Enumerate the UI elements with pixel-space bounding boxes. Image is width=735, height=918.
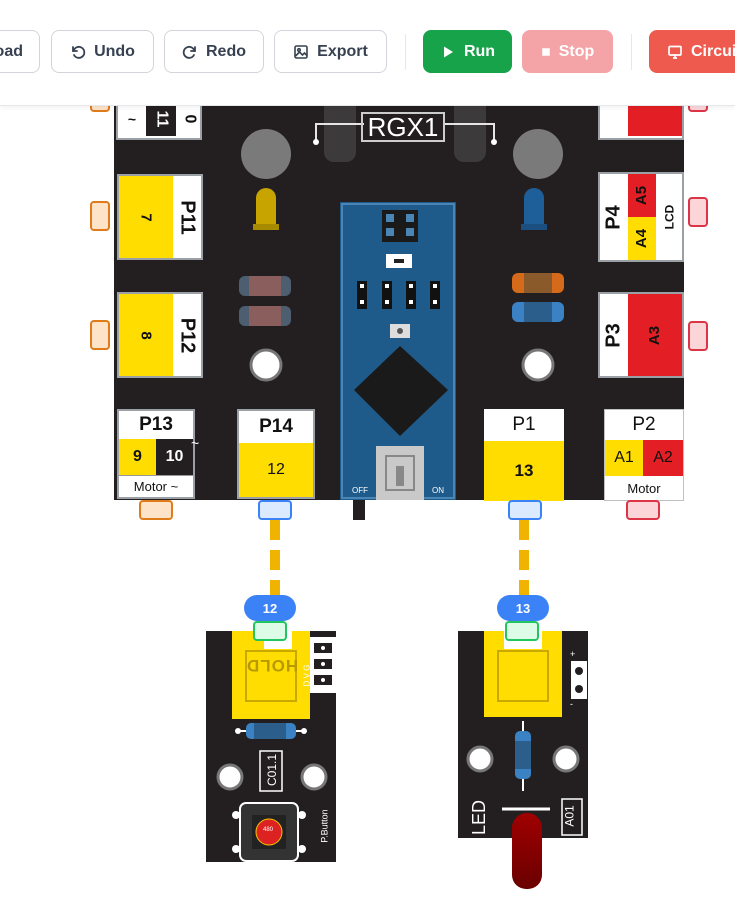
- port-name: P13: [139, 414, 173, 435]
- port-pin-label: A2: [643, 440, 683, 476]
- pin-badge-12: 12: [244, 595, 296, 621]
- run-label: Run: [463, 42, 496, 60]
- module-code: A01: [562, 805, 577, 827]
- module-connector[interactable]: [253, 621, 287, 641]
- circuit-label: Circui: [691, 42, 735, 60]
- board-title: RGX1: [361, 112, 445, 142]
- switch-on-label: ON: [432, 486, 444, 495]
- stop-label: Stop: [558, 42, 595, 60]
- port-name: P14: [259, 416, 293, 437]
- port-pin-label: 9: [119, 439, 156, 475]
- module-code: C01.1: [265, 753, 280, 787]
- pwm-symbol: ~: [191, 435, 200, 451]
- run-button[interactable]: Run: [423, 30, 512, 73]
- port-name: P2: [632, 414, 656, 435]
- board-graphics: [239, 106, 564, 500]
- module-name: P.Button: [319, 809, 330, 843]
- port-pin-label: 10: [156, 439, 193, 475]
- port-pin-label: 13: [484, 441, 564, 501]
- port-connector[interactable]: [139, 500, 173, 520]
- port-p14[interactable]: P14 12: [237, 409, 315, 499]
- toolbar-divider: [631, 34, 632, 70]
- button-module[interactable]: HOLD D V G C01.1 P.Button 480: [206, 631, 336, 862]
- pin-badge-13: 13: [497, 595, 549, 621]
- monitor-icon: [668, 45, 682, 59]
- port-p13[interactable]: P13 9 10 Motor ~: [117, 409, 195, 499]
- wire-p14-button[interactable]: [270, 520, 280, 630]
- redo-button[interactable]: Redo: [164, 30, 264, 73]
- hold-label: HOLD: [246, 656, 299, 675]
- led-bulb: [512, 813, 542, 889]
- port-top-left[interactable]: 11 0 ~: [116, 106, 202, 140]
- port-footer: Motor: [627, 480, 661, 496]
- port-top-right[interactable]: [598, 106, 684, 140]
- port-name: P1: [512, 414, 536, 435]
- module-connector[interactable]: [505, 621, 539, 641]
- toolbar: oad Undo Redo Export Run Stop Circui: [0, 0, 735, 106]
- port-pin-label: 12: [239, 443, 313, 497]
- switch-off-label: OFF: [352, 486, 368, 495]
- circuit-canvas[interactable]: 11 0 ~ 7 P11 8 P12: [0, 106, 735, 918]
- port-p1[interactable]: P1 13: [484, 409, 564, 501]
- port-connector[interactable]: [90, 320, 110, 350]
- port-p4[interactable]: P4 A5 A4 LCD: [598, 172, 684, 262]
- minus-label: -: [570, 699, 573, 709]
- plus-label: +: [570, 649, 576, 659]
- controller-board[interactable]: 11 0 ~ 7 P11 8 P12: [114, 106, 684, 501]
- image-icon: [294, 44, 308, 59]
- module-pins-label: D V G: [302, 664, 312, 687]
- stop-icon: [541, 47, 550, 56]
- port-connector[interactable]: [90, 201, 110, 231]
- wire-p1-led[interactable]: [519, 520, 529, 630]
- toolbar-divider: [405, 34, 406, 70]
- port-pin-label: A1: [605, 440, 643, 476]
- port-connector[interactable]: [90, 106, 110, 112]
- port-p12[interactable]: 8 P12: [117, 292, 203, 378]
- port-p2[interactable]: P2 A1 A2 Motor: [604, 409, 684, 501]
- port-footer: Motor ~: [119, 475, 193, 497]
- led-label: LED: [469, 799, 490, 836]
- power-switch[interactable]: [353, 500, 365, 520]
- undo-label: Undo: [94, 42, 135, 60]
- undo-button[interactable]: Undo: [51, 30, 154, 73]
- pwm-symbol: ~: [127, 111, 137, 127]
- led-module[interactable]: + - LED A01: [458, 631, 588, 838]
- port-connector-p14[interactable]: [258, 500, 292, 520]
- port-p11[interactable]: 7 P11: [117, 174, 203, 260]
- button-cap-text: 480: [263, 827, 274, 833]
- load-button[interactable]: oad: [0, 30, 40, 73]
- port-connector[interactable]: [626, 500, 660, 520]
- port-connector-p1[interactable]: [508, 500, 542, 520]
- play-icon: [443, 46, 453, 57]
- port-connector[interactable]: [688, 321, 708, 351]
- led-module-graphics: [466, 631, 587, 838]
- redo-label: Redo: [206, 42, 246, 60]
- circuit-button[interactable]: Circui: [649, 30, 735, 73]
- port-p3[interactable]: P3 A3: [598, 292, 684, 378]
- redo-icon: [182, 45, 196, 59]
- stop-button[interactable]: Stop: [522, 30, 613, 73]
- load-label: oad: [0, 42, 23, 60]
- undo-icon: [72, 45, 86, 59]
- export-button[interactable]: Export: [274, 30, 387, 73]
- button-module-graphics: [216, 631, 336, 862]
- port-connector[interactable]: [688, 106, 708, 112]
- export-label: Export: [317, 42, 368, 60]
- port-connector[interactable]: [688, 197, 708, 227]
